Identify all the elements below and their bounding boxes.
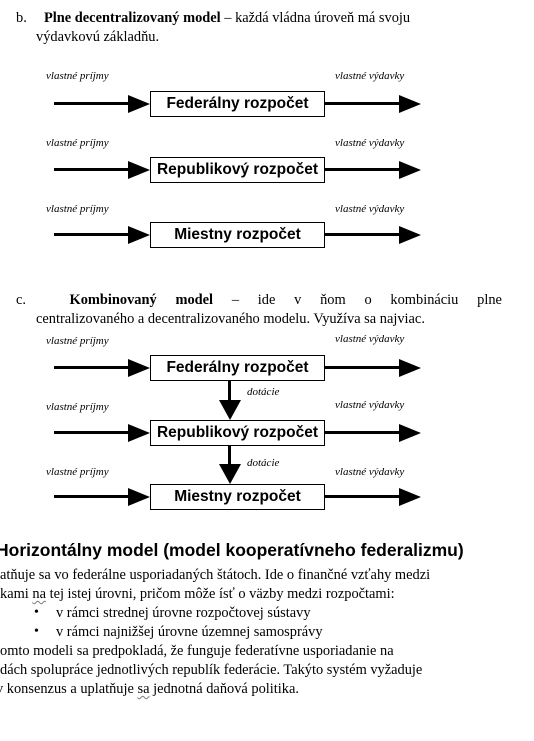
- p2-line3-start: v konsenzus a uplatňuje: [0, 681, 138, 697]
- horizontal-p1-line2: kami na tej istej úrovni, pričom môže ís…: [0, 585, 395, 604]
- horizontal-p1-line1: atňuje sa vo federálne usporiadaných štá…: [0, 567, 431, 583]
- list-marker-c: c.: [16, 292, 26, 308]
- c-transfer-label-2: dotácie: [247, 457, 280, 469]
- c-transfer-arrow-2: [219, 446, 241, 484]
- section-c-line1: c. Kombinovaný model – ide v ňom o kombi…: [16, 291, 502, 310]
- row1-left-arrow: [54, 95, 150, 113]
- row3-box: Miestny rozpočet: [150, 222, 325, 248]
- p1-line2-marked-word: na: [32, 586, 46, 602]
- horizontal-p2-line1: omto modeli sa predpokladá, že funguje f…: [0, 643, 394, 659]
- c-row2-box: Republikový rozpočet: [150, 420, 325, 446]
- section-b-title: Plne decentralizovaný model: [44, 10, 221, 26]
- bullet-item-2: v rámci najnižšej úrovne územnej samospr…: [56, 624, 323, 640]
- section-c-word1: –: [231, 292, 240, 308]
- section-c-title-word1: Kombinovaný: [69, 292, 157, 308]
- row2-box: Republikový rozpočet: [150, 157, 325, 183]
- horizontal-p2-line2: dách spolupráce jednotlivých republík fe…: [0, 662, 423, 678]
- c-row1-left-arrow: [54, 359, 150, 377]
- section-c-word2: ide: [257, 292, 276, 308]
- c-row2-left-arrow: [54, 424, 150, 442]
- c-row3-right-arrow: [325, 488, 421, 506]
- p2-line3-marked-word: sa: [137, 681, 150, 697]
- section-c-word4: o kombináciu: [364, 292, 459, 308]
- section-c-word5: plne: [477, 292, 502, 308]
- row3-right-arrow: [325, 226, 421, 244]
- row3-left-arrow: [54, 226, 150, 244]
- row2-left-label: vlastné príjmy: [46, 137, 109, 149]
- c-row3-left-arrow: [54, 488, 150, 506]
- c-row1-right-arrow: [325, 359, 421, 377]
- row2-left-arrow: [54, 161, 150, 179]
- c-row3-right-label: vlastné výdavky: [335, 466, 405, 478]
- row2-right-label: vlastné výdavky: [335, 137, 405, 149]
- c-row3-left-label: vlastné príjmy: [46, 466, 109, 478]
- horizontal-p2-line3: v konsenzus a uplatňuje sa jednotná daňo…: [0, 680, 299, 699]
- bullet-item-1: v rámci strednej úrovne rozpočtovej súst…: [56, 605, 311, 621]
- row3-left-label: vlastné príjmy: [46, 203, 109, 215]
- row3-right-label: vlastné výdavky: [335, 203, 405, 215]
- c-row1-box: Federálny rozpočet: [150, 355, 325, 381]
- section-c-line2: centralizovaného a decentralizovaného mo…: [36, 311, 425, 327]
- section-c-word3: v ňom: [294, 292, 346, 308]
- c-row2-right-label: vlastné výdavky: [335, 399, 405, 411]
- c-row1-left-label: vlastné príjmy: [46, 335, 109, 347]
- c-transfer-label-1: dotácie: [247, 386, 280, 398]
- section-b-text: – každá vládna úroveň má svoju: [220, 10, 411, 26]
- bullet-dot-1: •: [34, 605, 39, 620]
- section-heading-horizontal: Horizontálny model (model kooperatívneho…: [0, 540, 464, 560]
- p1-line2-end: tej istej úrovni, pričom môže ísť o väzb…: [45, 586, 395, 602]
- list-marker-b: b.: [16, 10, 27, 26]
- section-b-line2: výdavkovú základňu.: [36, 29, 160, 45]
- c-row3-box: Miestny rozpočet: [150, 484, 325, 510]
- bullet-dot-2: •: [34, 624, 39, 639]
- row1-right-arrow: [325, 95, 421, 113]
- c-transfer-arrow-1: [219, 381, 241, 420]
- c-row1-right-label: vlastné výdavky: [335, 333, 405, 345]
- p2-line3-end: jednotná daňová politika.: [149, 681, 299, 697]
- section-c-title-word2: model: [175, 292, 214, 308]
- row1-left-label: vlastné príjmy: [46, 70, 109, 82]
- row2-right-arrow: [325, 161, 421, 179]
- row1-right-label: vlastné výdavky: [335, 70, 405, 82]
- c-row2-right-arrow: [325, 424, 421, 442]
- row1-box: Federálny rozpočet: [150, 91, 325, 117]
- section-b-line1: b. Plne decentralizovaný model – každá v…: [16, 9, 410, 28]
- p1-line2-start: kami: [0, 586, 33, 602]
- c-row2-left-label: vlastné príjmy: [46, 401, 109, 413]
